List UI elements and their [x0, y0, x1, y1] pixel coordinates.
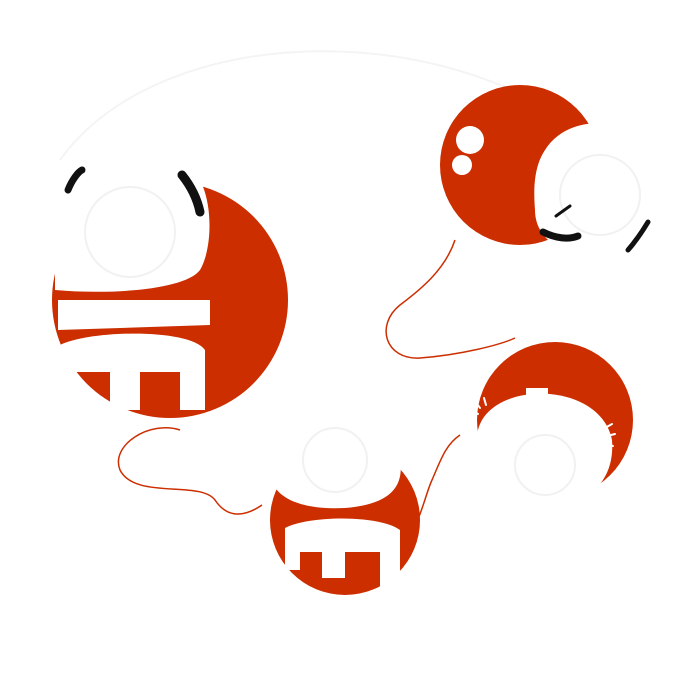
white-head: [477, 393, 613, 508]
down-arrow-icon: ↓: [118, 306, 130, 322]
ink-stroke: [625, 219, 651, 253]
white-table: [60, 333, 205, 410]
red-circle-figure-bottom: [270, 421, 420, 595]
red-circle-figure-top-right: [440, 85, 658, 256]
white-notch: [456, 126, 484, 154]
ink-stroke: [539, 228, 582, 242]
head-outline: [302, 427, 368, 493]
thin-orange-line: [404, 434, 461, 541]
ink-stroke: [554, 204, 572, 218]
head-outline: [514, 434, 576, 496]
white-face: [534, 123, 658, 256]
white-table: [285, 518, 400, 590]
thin-orange-line: [117, 427, 263, 515]
spark-icon: [604, 423, 616, 447]
red-circle-figure-left: ↓: [52, 154, 288, 418]
white-head: [270, 421, 401, 509]
red-circle-figure-right: [471, 342, 633, 595]
ink-stroke: [64, 166, 86, 194]
white-notch: [452, 155, 472, 175]
spark-icon: [471, 397, 487, 415]
white-body: [500, 505, 605, 595]
white-tab: [526, 388, 548, 398]
face-outline: [559, 154, 641, 236]
ink-stroke: [177, 170, 205, 217]
thin-orange-line: [385, 239, 516, 359]
head-outline: [84, 186, 176, 278]
white-band: [58, 300, 210, 330]
